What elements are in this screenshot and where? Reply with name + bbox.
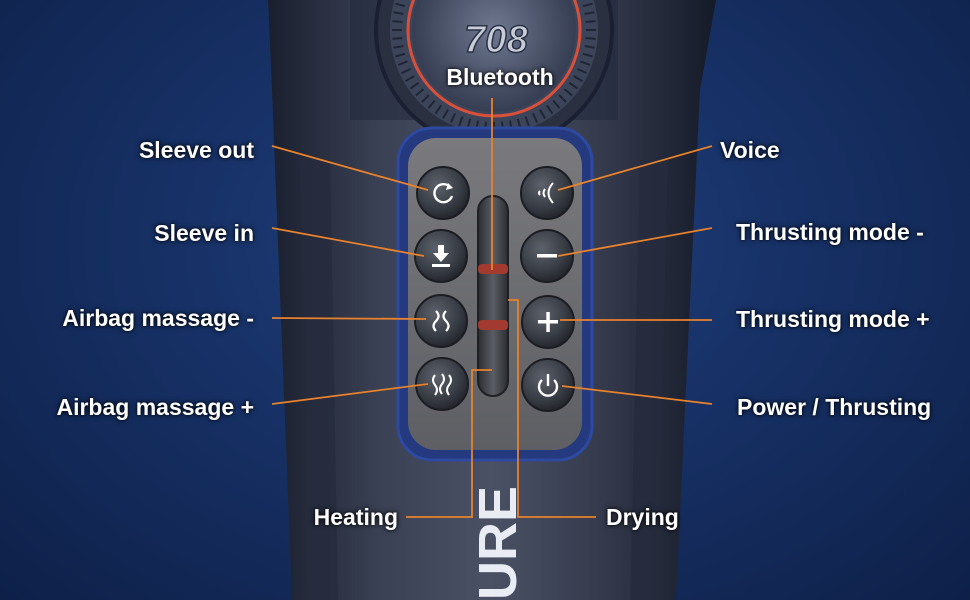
airbag-plus-icon xyxy=(432,373,452,396)
label-power: Power / Thrusting xyxy=(737,394,932,420)
button-airbag-minus[interactable] xyxy=(414,294,468,348)
dial-tick xyxy=(409,81,420,90)
dial-tick xyxy=(458,116,464,127)
label-heating: Heating xyxy=(313,504,398,530)
dial-tick xyxy=(392,20,403,23)
button-thrust-minus[interactable] xyxy=(520,229,574,283)
dial-tick xyxy=(442,109,449,119)
dial-tick xyxy=(573,75,583,82)
dial-tick xyxy=(582,52,593,58)
dial-tick xyxy=(580,60,591,66)
indicator-light-lower xyxy=(478,320,508,330)
dial-tick xyxy=(393,44,404,49)
label-thrust-minus: Thrusting mode - xyxy=(736,219,924,245)
dial-tick xyxy=(395,2,406,8)
dial-tick xyxy=(427,99,436,109)
dial-tick xyxy=(539,109,546,119)
dial-tick xyxy=(397,60,408,66)
label-drying: Drying xyxy=(606,504,679,530)
center-slider[interactable] xyxy=(477,195,509,397)
dial-tick xyxy=(401,67,412,75)
dial-tick xyxy=(392,37,403,40)
button-power[interactable] xyxy=(521,358,575,412)
dial-accent-ring xyxy=(406,0,582,118)
button-thrust-plus[interactable] xyxy=(521,295,575,349)
leader-line-thrust-minus xyxy=(557,227,713,257)
dial-tick xyxy=(545,104,554,115)
dial-tick xyxy=(552,99,561,109)
label-sleeve-out: Sleeve out xyxy=(138,137,254,163)
dial-tick xyxy=(395,52,406,58)
leader-line-airbag-minus xyxy=(271,317,427,320)
rotate-arrow-icon xyxy=(433,182,454,204)
airbag-minus-icon xyxy=(432,310,450,332)
button-airbag-plus[interactable] xyxy=(415,357,469,411)
leader-line-voice xyxy=(557,145,713,191)
leader-line-heating xyxy=(406,369,492,518)
download-arrow-icon xyxy=(432,245,450,267)
dial-tick xyxy=(558,94,567,103)
device-side-groove-left xyxy=(300,160,338,600)
leader-line-sleeve-out xyxy=(271,145,429,191)
indicator-light-upper xyxy=(478,264,508,274)
label-airbag-minus: Airbag massage - xyxy=(62,305,254,331)
power-icon xyxy=(537,374,559,397)
dial-tick xyxy=(582,2,593,8)
leader-lines xyxy=(271,98,713,518)
label-voice: Voice xyxy=(720,137,780,163)
leader-line-sleeve-in xyxy=(271,227,425,257)
button-sleeve-out[interactable] xyxy=(416,166,470,220)
dial-tick xyxy=(421,94,430,103)
leader-line-drying xyxy=(508,299,596,518)
dial-tick xyxy=(584,11,595,16)
dial-tick xyxy=(585,20,596,23)
label-thrust-plus: Thrusting mode + xyxy=(736,306,930,332)
leader-line-airbag-plus xyxy=(271,383,429,405)
screen xyxy=(412,0,576,112)
button-sleeve-in[interactable] xyxy=(414,229,468,283)
dial-tick xyxy=(531,112,539,123)
dial-tick xyxy=(568,81,579,90)
dial-tick xyxy=(393,11,404,16)
label-bluetooth: Bluetooth xyxy=(446,64,554,90)
label-sleeve-in: Sleeve in xyxy=(154,220,254,246)
label-airbag-plus: Airbag massage + xyxy=(56,394,254,420)
dial-tick xyxy=(584,44,595,49)
leader-line-power xyxy=(561,385,713,405)
dial-tick xyxy=(576,67,587,75)
dial-tick xyxy=(434,104,443,115)
plus-icon xyxy=(538,312,558,332)
dial-tick xyxy=(563,88,573,97)
dial-tick xyxy=(405,75,415,82)
screen-number: 708 xyxy=(464,19,528,61)
dial-ticks xyxy=(392,2,596,132)
device-side-groove-right xyxy=(630,160,668,600)
dial-tick xyxy=(524,116,530,127)
dial-tick xyxy=(449,112,457,123)
dial-tick xyxy=(415,88,425,97)
voice-wave-icon xyxy=(538,182,554,204)
dial-tick xyxy=(585,37,596,40)
button-voice[interactable] xyxy=(520,166,574,220)
brand-lettering: URE xyxy=(468,486,528,600)
minus-icon xyxy=(537,254,557,258)
display-dial: 708 xyxy=(374,0,614,150)
rotate-arrow-head-icon xyxy=(446,183,453,190)
